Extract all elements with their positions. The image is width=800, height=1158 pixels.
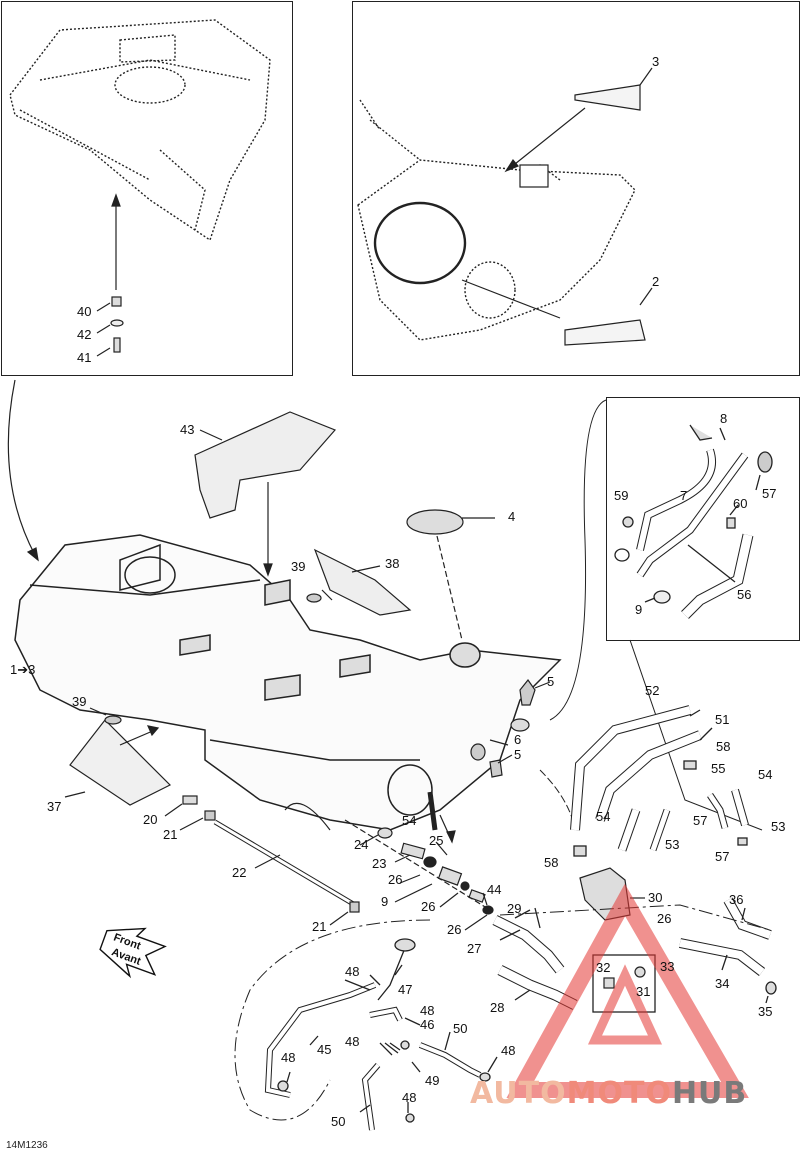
leader-curve xyxy=(7,379,36,556)
callout-54-b: 54 xyxy=(596,809,611,824)
callout-8: 8 xyxy=(720,411,728,426)
inset-top-right xyxy=(352,1,800,376)
callout-35: 35 xyxy=(758,1004,773,1019)
callout-42: 42 xyxy=(77,327,92,342)
callout-27: 27 xyxy=(467,941,482,956)
callout-38: 38 xyxy=(385,556,400,571)
callout-57-a: 57 xyxy=(762,486,777,501)
watermark-logo: AUTOMOTOHUB xyxy=(470,1076,747,1111)
part-4-fuel-cap xyxy=(406,509,495,641)
callout-7: 7 xyxy=(680,488,688,503)
callout-31: 31 xyxy=(636,984,651,999)
callout-47: 47 xyxy=(398,982,413,997)
fuel-tank-main xyxy=(14,534,562,831)
part-43-cover xyxy=(194,411,337,519)
detail-box-31-32 xyxy=(592,954,656,1013)
callout-2: 2 xyxy=(652,274,660,289)
hoses-51-58 xyxy=(570,705,749,857)
callout-9-b: 9 xyxy=(381,894,389,909)
callout-60: 60 xyxy=(733,496,748,511)
callout-6: 6 xyxy=(514,732,522,747)
callout-48-c: 48 xyxy=(345,1034,360,1049)
callout-41: 41 xyxy=(77,350,92,365)
parts-5-6 xyxy=(470,678,551,778)
hoses-45-50 xyxy=(264,938,498,1131)
watermark-triangle xyxy=(506,883,749,1098)
callout-36: 36 xyxy=(729,892,744,907)
callout-57-c: 57 xyxy=(715,849,730,864)
callout-28: 28 xyxy=(490,1000,505,1015)
callout-43: 43 xyxy=(180,422,195,437)
callout-51: 51 xyxy=(715,712,730,727)
part-38-shield xyxy=(313,548,412,616)
callout-26-a: 26 xyxy=(388,872,403,887)
callout-30: 30 xyxy=(648,890,663,905)
part-3-panel xyxy=(574,84,641,111)
callout-37: 37 xyxy=(47,799,62,814)
part-37-panel xyxy=(69,719,172,806)
callout-5-a: 5 xyxy=(547,674,555,689)
callout-4: 4 xyxy=(508,509,516,524)
callout-56: 56 xyxy=(737,587,752,602)
parts-20-22-line xyxy=(164,795,360,926)
callout-3: 3 xyxy=(652,54,660,69)
callout-25: 25 xyxy=(429,833,444,848)
callout-50-b: 50 xyxy=(331,1114,346,1129)
callout-53-b: 53 xyxy=(665,837,680,852)
callout-26-c: 26 xyxy=(657,911,672,926)
callout-21-b: 21 xyxy=(312,919,327,934)
callout-40: 40 xyxy=(77,304,92,319)
callout-33: 33 xyxy=(660,959,675,974)
callout-24: 24 xyxy=(354,837,369,852)
callout-45: 45 xyxy=(317,1042,332,1057)
inset-top-left xyxy=(1,1,293,376)
fittings-23-26-44 xyxy=(344,791,494,931)
watermark-part-2: MOTO xyxy=(566,1076,672,1111)
callout-26-b: 26 xyxy=(421,899,436,914)
callout-54-c: 54 xyxy=(402,813,417,828)
callout-54-a: 54 xyxy=(758,767,773,782)
callout-58-a: 58 xyxy=(716,739,731,754)
callout-44: 44 xyxy=(487,882,502,897)
callout-23: 23 xyxy=(372,856,387,871)
hoses-56-57-60-7-8-59 xyxy=(614,424,773,619)
part-2-panel xyxy=(564,319,646,346)
callout-48-d: 48 xyxy=(501,1043,516,1058)
callout-46: 46 xyxy=(420,1017,435,1032)
callout-39-b: 39 xyxy=(72,694,87,709)
callout-22: 22 xyxy=(232,865,247,880)
callout-21-a: 21 xyxy=(163,827,178,842)
detail-circle xyxy=(373,201,467,285)
callout-59: 59 xyxy=(614,488,629,503)
callout-55: 55 xyxy=(711,761,726,776)
callout-5-b: 5 xyxy=(514,747,522,762)
callout-26-d: 26 xyxy=(447,922,462,937)
callout-48-a: 48 xyxy=(345,964,360,979)
watermark-part-3: HUB xyxy=(671,1076,748,1111)
callout-48-b: 48 xyxy=(420,1003,435,1018)
callout-9-a: 9 xyxy=(635,602,643,617)
callout-39-a: 39 xyxy=(291,559,306,574)
callout-34: 34 xyxy=(715,976,730,991)
callout-53-a: 53 xyxy=(771,819,786,834)
callout-20: 20 xyxy=(143,812,158,827)
callout-48-e: 48 xyxy=(281,1050,296,1065)
callout-1-3: 1➔3 xyxy=(10,662,36,677)
watermark-part-1: AUTO xyxy=(470,1076,567,1111)
callout-49: 49 xyxy=(425,1073,440,1088)
hardware-40-42-41 xyxy=(96,296,124,357)
callout-58-b: 58 xyxy=(544,855,559,870)
callout-50-a: 50 xyxy=(453,1021,468,1036)
callout-29: 29 xyxy=(507,901,522,916)
frame-detail-drawing xyxy=(357,99,636,341)
front-arrow xyxy=(99,927,167,979)
diagram-code: 14M1236 xyxy=(6,1140,48,1151)
tank-detail-drawing xyxy=(9,19,271,242)
callout-52: 52 xyxy=(645,683,660,698)
callout-48-f: 48 xyxy=(402,1090,417,1105)
callout-57-b: 57 xyxy=(693,813,708,828)
callout-32: 32 xyxy=(596,960,611,975)
